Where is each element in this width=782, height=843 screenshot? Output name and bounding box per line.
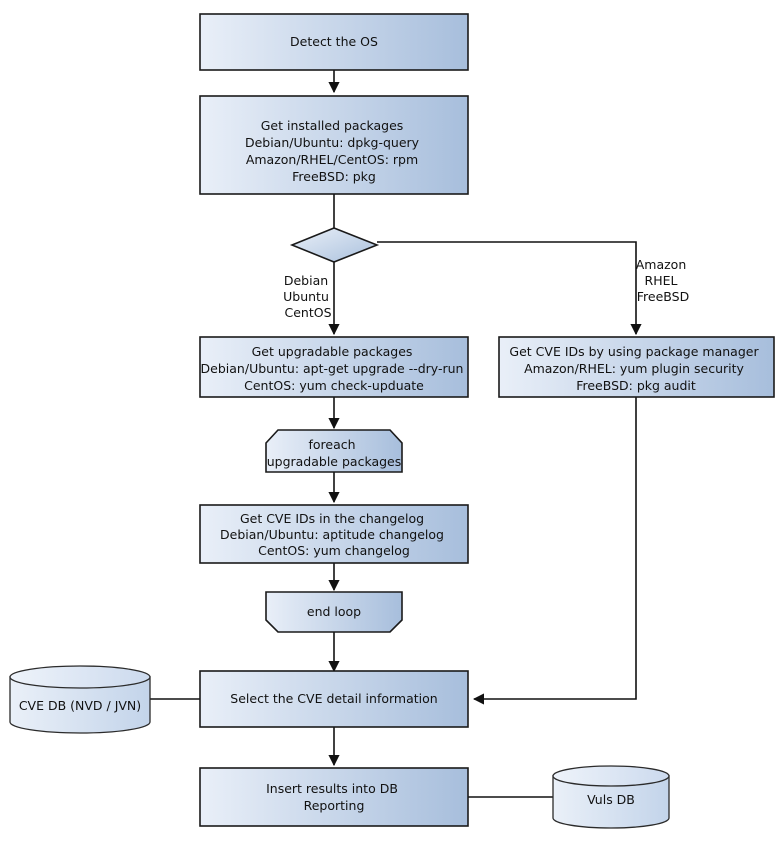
node-vuls-db[interactable]: Vuls DB	[552, 765, 670, 829]
get-cve-ids-changelog-label: Get CVE IDs in the changelog Debian/Ubun…	[220, 511, 448, 558]
insert-results-label: Insert results into DB Reporting	[266, 781, 402, 813]
node-os-decision[interactable]	[289, 227, 380, 263]
get-installed-packages-label: Get installed packages Debian/Ubuntu: dp…	[245, 118, 423, 184]
node-cve-db[interactable]: CVE DB (NVD / JVN)	[9, 665, 151, 734]
select-cve-detail-box	[199, 670, 469, 728]
edges-layer	[150, 70, 642, 798]
edge-cve-pkgmgr-to-select	[472, 397, 637, 705]
cve-db-cylinder-body	[9, 676, 151, 734]
os-decision-diamond	[289, 227, 380, 263]
insert-results-box	[199, 767, 469, 827]
vuls-db-cylinder-body	[552, 775, 670, 829]
loop-start-label: foreach upgradable packages	[267, 437, 402, 469]
get-upgradable-packages-label: Get upgradable packages Debian/Ubuntu: a…	[201, 344, 468, 393]
cve-db-cylinder-top	[9, 665, 151, 689]
get-cve-ids-package-manager-label: Get CVE IDs by using package manager Ama…	[509, 344, 762, 393]
loop-end-label: end loop	[307, 604, 361, 619]
loop-start-shape	[265, 429, 403, 473]
node-detect-os[interactable]: Detect the OS	[199, 13, 469, 71]
node-get-cve-ids-package-manager[interactable]: Get CVE IDs by using package manager Ama…	[498, 336, 775, 398]
detect-os-box	[199, 13, 469, 71]
get-installed-packages-box	[199, 95, 469, 195]
cve-db-label: CVE DB (NVD / JVN)	[19, 698, 141, 713]
node-loop-end[interactable]: end loop	[265, 591, 403, 633]
left-branch-label: Debian Ubuntu CentOS	[283, 273, 333, 320]
get-upgradable-packages-box	[199, 336, 469, 398]
node-get-cve-ids-changelog[interactable]: Get CVE IDs in the changelog Debian/Ubun…	[199, 504, 469, 564]
vuls-db-cylinder-top	[552, 765, 670, 787]
branch-label-right: Amazon RHEL FreeBSD	[636, 257, 691, 304]
branch-label-left: Debian Ubuntu CentOS	[283, 273, 333, 320]
node-get-upgradable-packages[interactable]: Get upgradable packages Debian/Ubuntu: a…	[199, 336, 469, 398]
get-cve-ids-package-manager-box	[498, 336, 775, 398]
loop-end-shape	[265, 591, 403, 633]
right-branch-label: Amazon RHEL FreeBSD	[636, 257, 691, 304]
vuls-db-label: Vuls DB	[587, 792, 635, 807]
edge-decision-to-cve-pkgmgr	[377, 241, 642, 336]
select-cve-detail-label: Select the CVE detail information	[230, 691, 437, 706]
node-select-cve-detail[interactable]: Select the CVE detail information	[199, 670, 469, 728]
get-cve-ids-changelog-box	[199, 504, 469, 564]
node-get-installed-packages[interactable]: Get installed packages Debian/Ubuntu: dp…	[199, 95, 469, 195]
node-loop-start[interactable]: foreach upgradable packages	[265, 429, 403, 473]
detect-os-label: Detect the OS	[290, 34, 378, 49]
node-insert-results[interactable]: Insert results into DB Reporting	[199, 767, 469, 827]
